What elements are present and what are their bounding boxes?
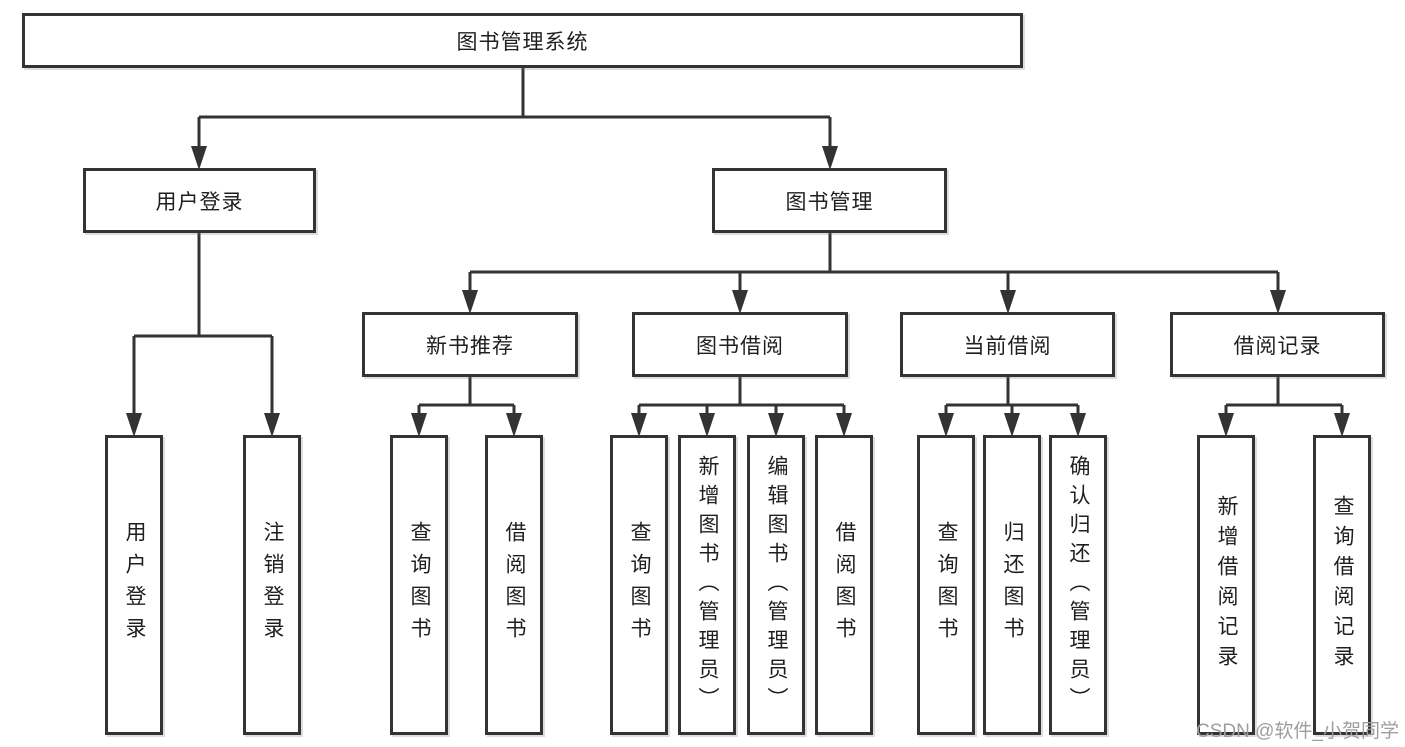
leaf-logout: 注销登录: [243, 435, 301, 735]
leaf-query-books-recommend: 查询图书: [390, 435, 448, 735]
leaf-confirm-return-admin: 确认归还（管理员）: [1049, 435, 1107, 735]
node-book-borrow-label: 图书借阅: [696, 334, 784, 358]
leaf-query-borrow-record-label: 查询借阅记录: [1331, 495, 1354, 675]
node-book-borrow: 图书借阅: [632, 312, 848, 377]
leaf-return-book-label: 归还图书: [1001, 521, 1024, 649]
leaf-add-book-admin: 新增图书（管理员）: [678, 435, 736, 735]
leaf-borrow-books-recommend: 借阅图书: [485, 435, 543, 735]
node-user-login: 用户登录: [83, 168, 316, 233]
node-root-label: 图书管理系统: [456, 30, 589, 54]
leaf-logout-label: 注销登录: [261, 521, 284, 649]
leaf-edit-book-admin-label: 编辑图书（管理员）: [765, 454, 788, 716]
leaf-confirm-return-admin-label: 确认归还（管理员）: [1067, 454, 1090, 716]
node-borrow-records: 借阅记录: [1170, 312, 1385, 377]
leaf-query-books-recommend-label: 查询图书: [408, 521, 431, 649]
leaf-query-borrow-record: 查询借阅记录: [1313, 435, 1371, 735]
leaf-add-borrow-record: 新增借阅记录: [1197, 435, 1255, 735]
leaf-user-login-label: 用户登录: [123, 521, 146, 649]
leaf-borrow-books-recommend-label: 借阅图书: [503, 521, 526, 649]
node-current-borrow-label: 当前借阅: [963, 334, 1052, 358]
leaf-add-borrow-record-label: 新增借阅记录: [1215, 495, 1238, 675]
node-new-book-recommend-label: 新书推荐: [426, 334, 514, 358]
csdn-watermark: CSDN @软件_小贺同学: [1196, 721, 1399, 742]
node-root: 图书管理系统: [22, 13, 1023, 68]
node-user-login-label: 用户登录: [155, 190, 244, 214]
leaf-borrow-books: 借阅图书: [815, 435, 873, 735]
node-new-book-recommend: 新书推荐: [362, 312, 578, 377]
leaf-query-books-borrow-label: 查询图书: [628, 521, 651, 649]
leaf-query-books-borrow: 查询图书: [610, 435, 668, 735]
leaf-edit-book-admin: 编辑图书（管理员）: [747, 435, 805, 735]
leaf-add-book-admin-label: 新增图书（管理员）: [696, 454, 719, 716]
leaf-borrow-books-label: 借阅图书: [833, 521, 856, 649]
leaf-query-books-current-label: 查询图书: [935, 521, 958, 649]
node-borrow-records-label: 借阅记录: [1233, 334, 1322, 358]
leaf-user-login: 用户登录: [105, 435, 163, 735]
leaf-return-book: 归还图书: [983, 435, 1041, 735]
node-book-management-label: 图书管理: [785, 190, 874, 214]
node-book-management: 图书管理: [712, 168, 947, 233]
leaf-query-books-current: 查询图书: [917, 435, 975, 735]
node-current-borrow: 当前借阅: [900, 312, 1115, 377]
